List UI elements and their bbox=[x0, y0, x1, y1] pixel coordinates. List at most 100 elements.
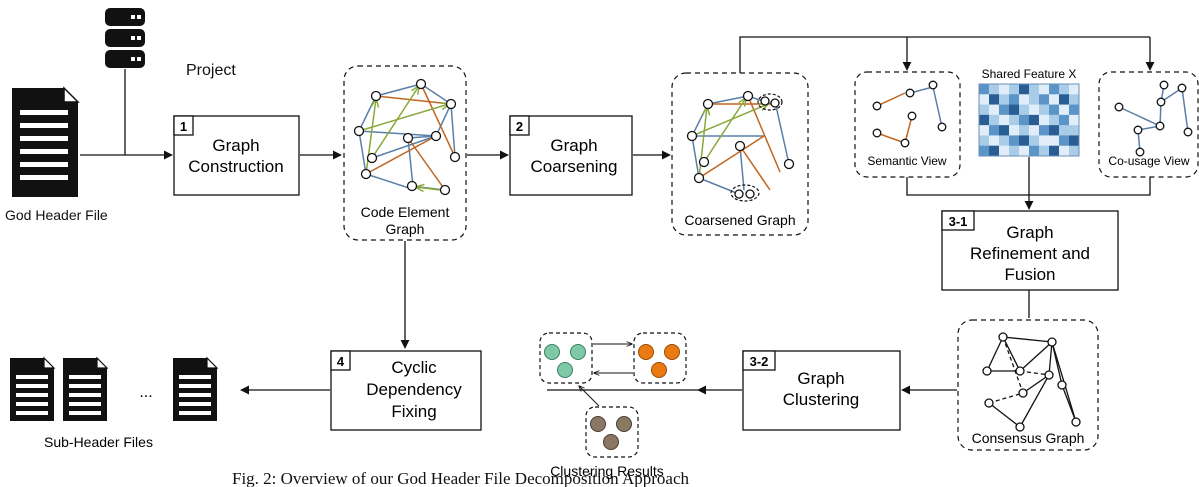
god-header-file-icon bbox=[12, 86, 80, 197]
matrix-cell bbox=[1019, 135, 1030, 147]
matrix-cell bbox=[1039, 104, 1050, 116]
matrix-cell bbox=[999, 125, 1010, 136]
project-label: Project bbox=[186, 62, 236, 79]
matrix-cell bbox=[979, 84, 990, 95]
matrix-cell bbox=[1069, 84, 1080, 95]
matrix-cell bbox=[1029, 145, 1040, 157]
step-title: Fusion bbox=[1004, 265, 1055, 284]
matrix-cell bbox=[999, 145, 1010, 157]
matrix-cell bbox=[979, 104, 990, 116]
matrix-cell bbox=[1049, 104, 1060, 116]
matrix-cell bbox=[1049, 125, 1060, 136]
matrix-cell bbox=[1059, 114, 1070, 126]
sub-headers-label: Sub-Header Files bbox=[44, 434, 153, 450]
matrix-frame bbox=[978, 83, 1080, 157]
clustering-label: Clustering Results bbox=[550, 463, 664, 479]
step-title: Refinement and bbox=[970, 244, 1090, 263]
matrix-cell bbox=[989, 104, 1000, 116]
cousage-view: Co-usage View bbox=[1098, 71, 1199, 178]
matrix-cell bbox=[1039, 94, 1050, 105]
graph-label: Coarsened Graph bbox=[684, 212, 795, 228]
step-cyclic-dependency-fixing: 4 Cyclic Dependency Fixing bbox=[330, 350, 482, 431]
matrix-cell bbox=[1019, 84, 1030, 95]
matrix-cell bbox=[1039, 84, 1050, 95]
matrix-cell bbox=[1029, 104, 1040, 116]
matrix-cell bbox=[1059, 135, 1070, 147]
matrix-cell bbox=[1019, 145, 1030, 157]
matrix-cell bbox=[979, 145, 990, 157]
sub-header-file-icon bbox=[10, 356, 56, 421]
step-title: Clustering bbox=[783, 390, 860, 409]
matrix-cell bbox=[1009, 94, 1020, 105]
step-number: 3-2 bbox=[750, 354, 769, 369]
matrix-cell bbox=[1029, 84, 1040, 95]
matrix-cell bbox=[999, 114, 1010, 126]
views-connector bbox=[739, 36, 1150, 73]
matrix-cell bbox=[999, 104, 1010, 116]
matrix-cell bbox=[989, 94, 1000, 105]
matrix-cell bbox=[1049, 145, 1060, 157]
matrix-cell bbox=[1069, 145, 1080, 157]
matrix-cell bbox=[989, 145, 1000, 157]
shared-feature-matrix bbox=[978, 83, 1080, 157]
matrix-cell bbox=[1059, 104, 1070, 116]
figure-caption: Fig. 2: Overview of our God Header File … bbox=[232, 469, 690, 487]
matrix-cell bbox=[1059, 94, 1070, 105]
step-title: Fixing bbox=[391, 402, 436, 421]
matrix-cell bbox=[1049, 94, 1060, 105]
matrix-cell bbox=[1059, 145, 1070, 157]
step-graph-refinement-fusion: 3-1 Graph Refinement and Fusion bbox=[941, 210, 1119, 291]
matrix-cell bbox=[1049, 135, 1060, 147]
matrix-cell bbox=[1039, 125, 1050, 136]
sub-header-file-icon bbox=[173, 356, 219, 421]
step-title: Cyclic bbox=[391, 358, 437, 377]
matrix-cell bbox=[1059, 125, 1070, 136]
matrix-cell bbox=[1049, 84, 1060, 95]
matrix-cell bbox=[1069, 94, 1080, 105]
step-number: 4 bbox=[337, 354, 345, 369]
semantic-view: Semantic View bbox=[854, 71, 961, 178]
matrix-cell bbox=[1069, 114, 1080, 126]
step-graph-clustering: 3-2 Graph Clustering bbox=[742, 350, 901, 431]
matrix-cell bbox=[989, 84, 1000, 95]
code-element-graph: Code Element Graph bbox=[343, 65, 467, 241]
coarsened-graph: Coarsened Graph bbox=[671, 72, 809, 236]
matrix-cell bbox=[979, 94, 990, 105]
matrix-cell bbox=[1009, 125, 1020, 136]
matrix-cell bbox=[1039, 114, 1050, 126]
step-graph-coarsening: 2 Graph Coarsening bbox=[509, 115, 633, 196]
graph-label: Code Element bbox=[361, 204, 450, 220]
sub-header-file-icon bbox=[63, 356, 109, 421]
matrix-cell bbox=[989, 114, 1000, 126]
matrix-cell bbox=[999, 94, 1010, 105]
step-title: Graph bbox=[212, 136, 259, 155]
graph-label: Graph bbox=[386, 221, 425, 237]
matrix-cell bbox=[1009, 104, 1020, 116]
feature-label: Shared Feature X bbox=[982, 67, 1077, 81]
matrix-cell bbox=[1039, 145, 1050, 157]
matrix-cell bbox=[1029, 94, 1040, 105]
matrix-cell bbox=[979, 135, 990, 147]
view-label: Semantic View bbox=[867, 154, 946, 168]
step-title: Graph bbox=[797, 369, 844, 388]
matrix-cell bbox=[1009, 114, 1020, 126]
step-number: 3-1 bbox=[949, 214, 968, 229]
matrix-cell bbox=[1049, 114, 1060, 126]
step-title: Graph bbox=[1006, 223, 1053, 242]
matrix-cell bbox=[1029, 114, 1040, 126]
step-title: Construction bbox=[188, 157, 283, 176]
step-title: Coarsening bbox=[531, 157, 618, 176]
matrix-cell bbox=[1019, 114, 1030, 126]
graph-label: Consensus Graph bbox=[972, 430, 1085, 446]
step-title: Dependency bbox=[366, 380, 462, 399]
matrix-cell bbox=[1039, 135, 1050, 147]
matrix-cell bbox=[1069, 135, 1080, 147]
matrix-cell bbox=[979, 114, 990, 126]
matrix-cell bbox=[1029, 125, 1040, 136]
ellipsis: ... bbox=[139, 384, 152, 401]
matrix-cell bbox=[979, 125, 990, 136]
matrix-cell bbox=[989, 125, 1000, 136]
step-number: 1 bbox=[180, 119, 187, 134]
matrix-cell bbox=[1009, 145, 1020, 157]
